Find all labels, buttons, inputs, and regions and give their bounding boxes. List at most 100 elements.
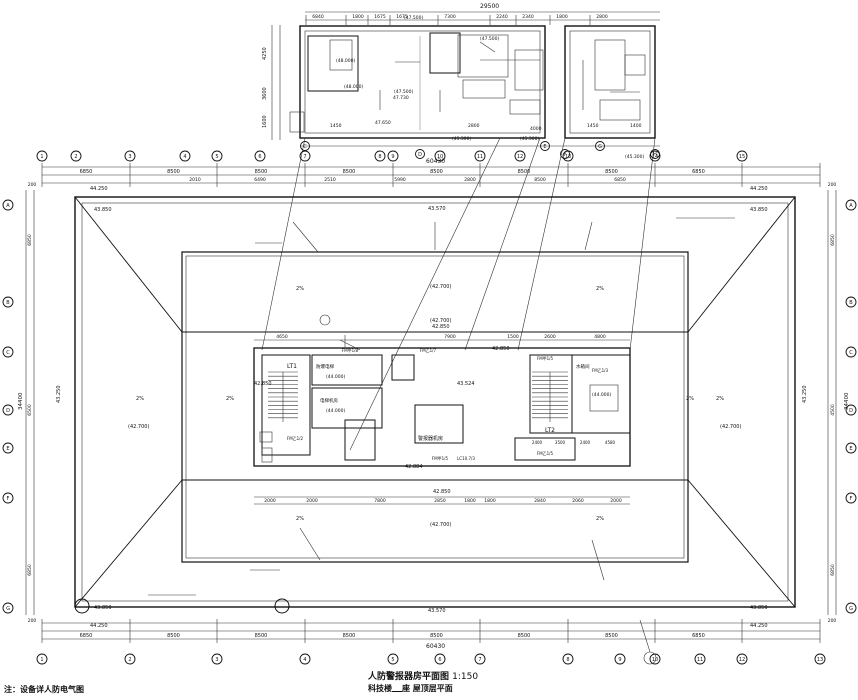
door-7: LC10.7/3	[457, 456, 475, 461]
grid-top-2	[70, 150, 82, 162]
drawing-subtitle-suffix: 座 屋顶层平面	[402, 684, 453, 693]
grid-top-14-label: 14	[652, 154, 658, 160]
door-3: FM乙1/7	[420, 347, 437, 353]
lvl-corner-tr: 44.250	[750, 186, 768, 192]
inner-top-7: 6850	[614, 177, 626, 183]
grid-top-8	[374, 150, 386, 162]
lower-dim-8: 2060	[572, 498, 584, 504]
core-bottom-dim-4: 4580	[605, 440, 616, 445]
door-2: FM甲1/8	[342, 348, 359, 353]
door-5: FM乙1/3	[592, 367, 609, 373]
bay-top-1: 6850	[80, 169, 93, 175]
grid-right-G-label: G	[849, 606, 853, 612]
core-dim-5: 4800	[594, 334, 606, 340]
core-bottom-dim-1: 2400	[532, 440, 543, 445]
overall-width-bottom: 60430	[426, 643, 445, 650]
inner-top-3: 2510	[324, 177, 336, 183]
lower-dim-2: 2000	[306, 498, 318, 504]
top-dim-1: 6840	[312, 14, 324, 20]
edge-offset-bl: 200	[28, 618, 37, 624]
lvl-right-mid: 43.250	[802, 386, 808, 404]
lvl-left-mid: 43.250	[56, 386, 62, 404]
lvl-inner-top: (42.700)	[430, 284, 451, 290]
grid-left-E	[2, 442, 14, 454]
lvl-corner-tr2: 43.850	[750, 207, 768, 213]
lvl-room-c: (44.000)	[592, 392, 612, 398]
grid-top-15	[736, 150, 748, 162]
bay-top-7: 8500	[605, 169, 618, 175]
lvl-inner-bottom: (42.700)	[430, 522, 451, 528]
top-level-8: 47.730	[393, 95, 409, 101]
grid-top-3-label: 3	[128, 154, 131, 160]
grid-top-10-label: 10	[437, 154, 443, 160]
grid-top-4	[179, 150, 191, 162]
lvl-room-b: (44.000)	[326, 408, 346, 414]
grid-bottom-5	[387, 653, 399, 665]
grid-bottom-13-label: 13	[817, 657, 823, 663]
grid-left-D	[2, 404, 14, 416]
grid-right-E-label: E	[849, 446, 852, 452]
top-dim-4: 1675	[396, 14, 408, 20]
core-dim-1: 4650	[276, 334, 288, 340]
grid-bottom-8	[562, 653, 574, 665]
bay-top-8: 6850	[692, 169, 705, 175]
grid-top-4-label: 4	[183, 154, 186, 160]
top-bottom-dim-3: 4000	[530, 126, 542, 132]
grid-top-6	[254, 150, 266, 162]
bay-bottom-1: 6850	[80, 633, 93, 639]
grid-left-G-label: G	[6, 606, 10, 612]
grid-bottom-2-label: 2	[128, 657, 131, 663]
bay-top-3: 8500	[255, 169, 268, 175]
top-level-3: (45.300)	[452, 136, 472, 142]
inner-top-6: 8500	[534, 177, 546, 183]
top-level-4: (45.300)	[520, 136, 540, 142]
door-6: FM甲1/5	[432, 456, 449, 461]
grid-bottom-1	[36, 653, 48, 665]
top-level-7: (48.000)	[336, 58, 356, 64]
grid-right-D-label: D	[849, 408, 853, 414]
grid-top-13-label: 13	[565, 154, 571, 160]
grid-bottom-12	[736, 653, 748, 665]
right-dim-2: 4500	[830, 404, 836, 416]
top-grid-H-label: H	[653, 152, 657, 158]
top-dim-2: 1800	[352, 14, 364, 20]
total-depth-right: 34400	[844, 392, 850, 410]
grid-top-1-label: 1	[40, 154, 43, 160]
grid-top-7	[299, 150, 311, 162]
grid-top-8-label: 8	[378, 154, 381, 160]
top-dim-5: 7300	[444, 14, 456, 20]
grid-bottom-6-label: 6	[438, 657, 441, 663]
grid-right-C	[845, 346, 857, 358]
room-elevator-label: 防爆电梯	[316, 363, 334, 370]
lower-dim-1: 2000	[264, 498, 276, 504]
grid-right-B	[845, 296, 857, 308]
room-machine-label: 电梯机房	[320, 397, 338, 404]
grid-bottom-9-label: 9	[618, 657, 621, 663]
bay-bottom-5: 8500	[430, 633, 443, 639]
corner-marker-bm	[274, 598, 290, 614]
lvl-corner-br2: 44.250	[750, 623, 768, 629]
slope-4: 2%	[596, 516, 604, 522]
slope-8: 2%	[686, 396, 694, 402]
right-dim-1: 6850	[830, 234, 836, 246]
lvl-ridge-top: 43.570	[428, 206, 446, 212]
top-dim-8: 1800	[556, 14, 568, 20]
grid-top-11-label: 11	[477, 154, 483, 160]
left-dim-1: 6850	[27, 234, 33, 246]
top-grid-F-label: F	[564, 152, 567, 158]
lvl-inner-top2: (42.700)	[430, 318, 451, 324]
stair-lt1-label: LT1	[287, 363, 297, 370]
room-tank-label: 水箱间	[576, 363, 590, 370]
lvl-core-bot2: 42.850	[433, 489, 451, 495]
grid-right-C-label: C	[849, 350, 853, 356]
